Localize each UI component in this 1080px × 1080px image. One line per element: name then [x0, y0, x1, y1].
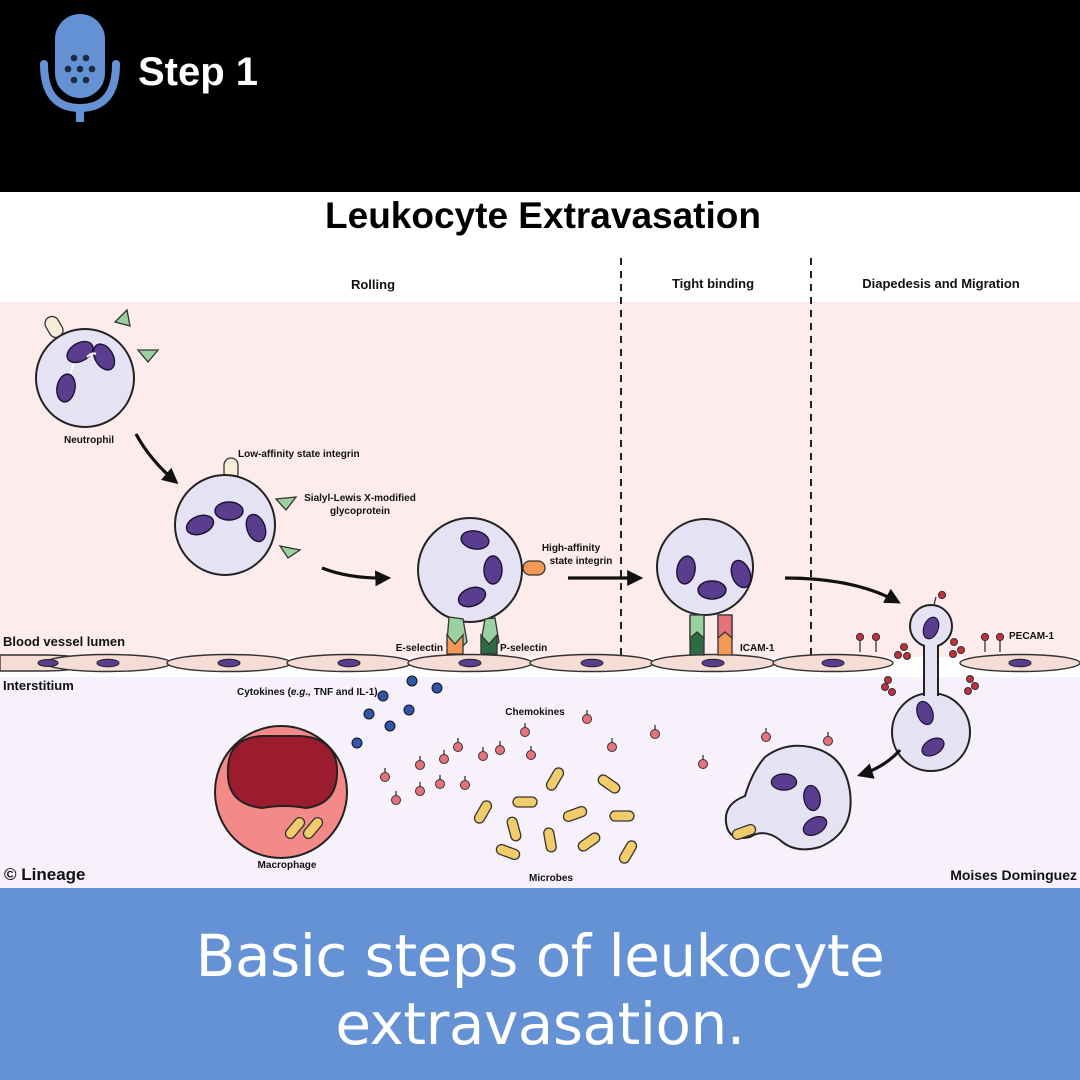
diagram-panel: Leukocyte Extravasation Rolling Tight bi…	[0, 192, 1080, 888]
caption-text: Basic steps of leukocyte extravasation.	[195, 922, 885, 1058]
neutrophil-diapedesis	[881, 590, 979, 772]
phase-label-tight-binding: Tight binding	[672, 276, 754, 291]
neutrophil-cell-1	[35, 308, 160, 428]
label-sialyl-line-1: Sialyl-Lewis X-modified	[304, 493, 416, 504]
label-pecam: PECAM-1	[1009, 631, 1054, 642]
step-title: Step 1	[138, 50, 259, 94]
author-credit: Moises Dominguez	[950, 867, 1077, 883]
header-bar: Step 1	[0, 0, 1080, 192]
caption-bar	[0, 888, 1080, 1080]
extravasation-diagram: Leukocyte Extravasation Rolling Tight bi…	[0, 195, 1080, 888]
neutrophil-cell-3	[417, 517, 546, 655]
diagram-title: Leukocyte Extravasation	[325, 195, 761, 236]
neutrophil-migrated	[724, 744, 852, 851]
phase-label-rolling: Rolling	[351, 277, 395, 292]
label-high-affinity-line-1: High-affinity	[542, 543, 601, 554]
label-microbes: Microbes	[529, 873, 573, 884]
arrow-1	[134, 433, 179, 485]
endothelial-nuclei	[37, 658, 1032, 668]
lumen-background	[0, 302, 1080, 657]
label-macrophage: Macrophage	[258, 860, 317, 871]
copyright-lineage: © Lineage	[4, 865, 86, 884]
arrow-4	[784, 576, 901, 604]
endothelium-layer	[0, 653, 1080, 673]
label-icam: ICAM-1	[740, 643, 775, 654]
macrophage-cell	[214, 725, 348, 859]
label-cytokines: Cytokines (e.g., TNF and IL-1)	[237, 687, 378, 698]
label-sialyl-line-2: glycoprotein	[330, 506, 390, 517]
label-neutrophil: Neutrophil	[64, 435, 114, 446]
phase-label-diapedesis: Diapedesis and Migration	[862, 276, 1020, 291]
label-low-affinity-integrin: Low-affinity state integrin	[238, 449, 360, 460]
microphone-icon	[40, 14, 120, 122]
label-high-affinity-line-2: state integrin	[550, 556, 613, 567]
label-blood-vessel-lumen: Blood vessel lumen	[3, 634, 125, 649]
cytokine-particles	[351, 675, 443, 749]
arrow-2	[321, 566, 392, 587]
process-arrows	[134, 433, 902, 779]
label-e-selectin: E-selectin	[396, 643, 443, 654]
neutrophil-cell-2	[174, 457, 302, 576]
label-interstitium: Interstitium	[3, 678, 74, 693]
label-p-selectin: P-selectin	[500, 643, 547, 654]
label-chemokines: Chemokines	[505, 707, 565, 718]
arrow-5	[856, 748, 902, 779]
neutrophil-cell-4	[656, 518, 755, 656]
